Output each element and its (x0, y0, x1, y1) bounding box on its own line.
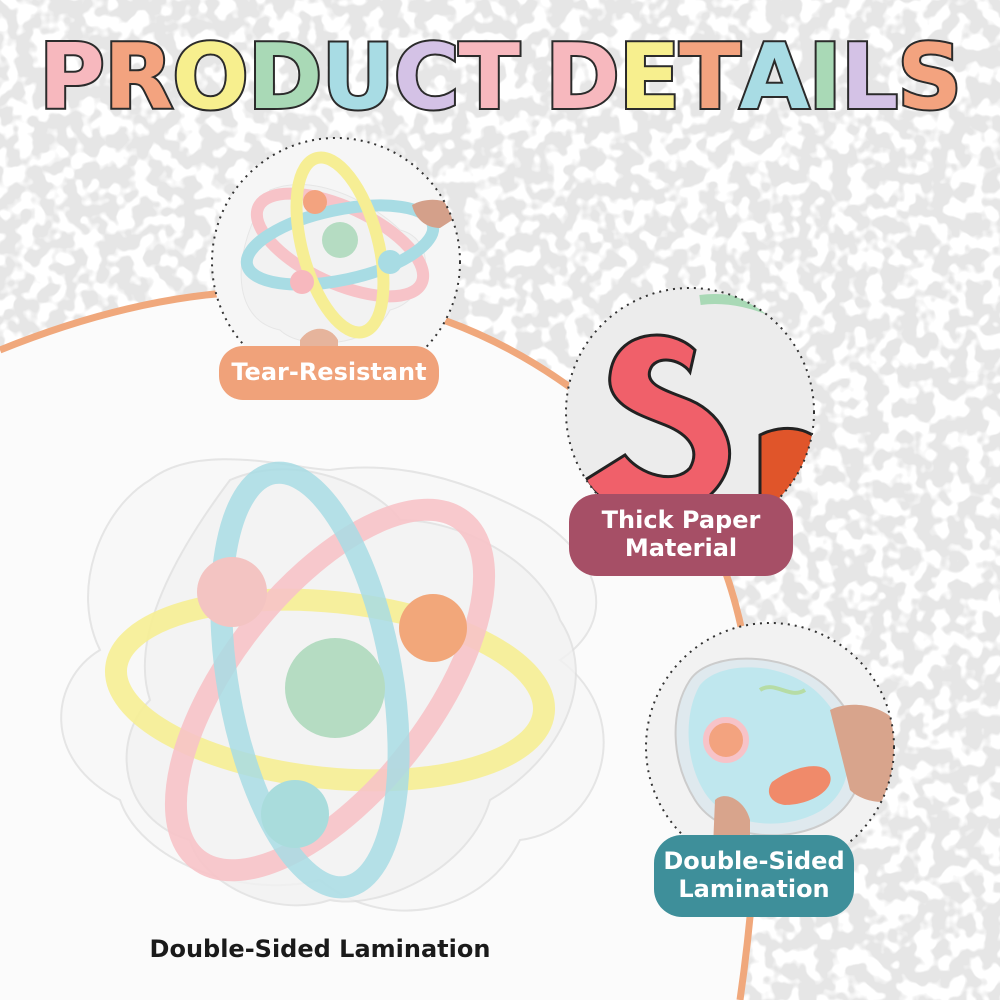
thick-paper-photo (565, 287, 815, 537)
title-letter: T (677, 23, 742, 132)
title-letter: R (102, 23, 175, 132)
title-letter: O (170, 23, 250, 132)
lamination-photo (645, 622, 895, 872)
title-letter: E (617, 23, 683, 132)
thick-paper-badge: Thick Paper Material (569, 494, 793, 576)
title-letter: A (738, 23, 812, 132)
title-letter: D (543, 23, 622, 132)
title-letter: P (37, 23, 107, 132)
double-sided-badge: Double-Sided Lamination (654, 835, 854, 917)
title-letter: L (839, 23, 900, 132)
large-atom-cutout (60, 458, 605, 912)
page-title: PRODUCT DETAILS (0, 18, 1000, 138)
title-letter: C (392, 23, 462, 132)
tear-resistant-photo (211, 137, 461, 387)
lamination-caption: Double-Sided Lamination (149, 935, 491, 963)
title-letter: S (895, 23, 964, 132)
title-letter: I (806, 23, 843, 132)
title-letter: T (457, 23, 522, 132)
title-letter: U (319, 23, 396, 132)
title-letter: D (246, 23, 325, 132)
tear-resistant-badge: Tear-Resistant (219, 346, 439, 400)
title-letter (519, 18, 545, 138)
